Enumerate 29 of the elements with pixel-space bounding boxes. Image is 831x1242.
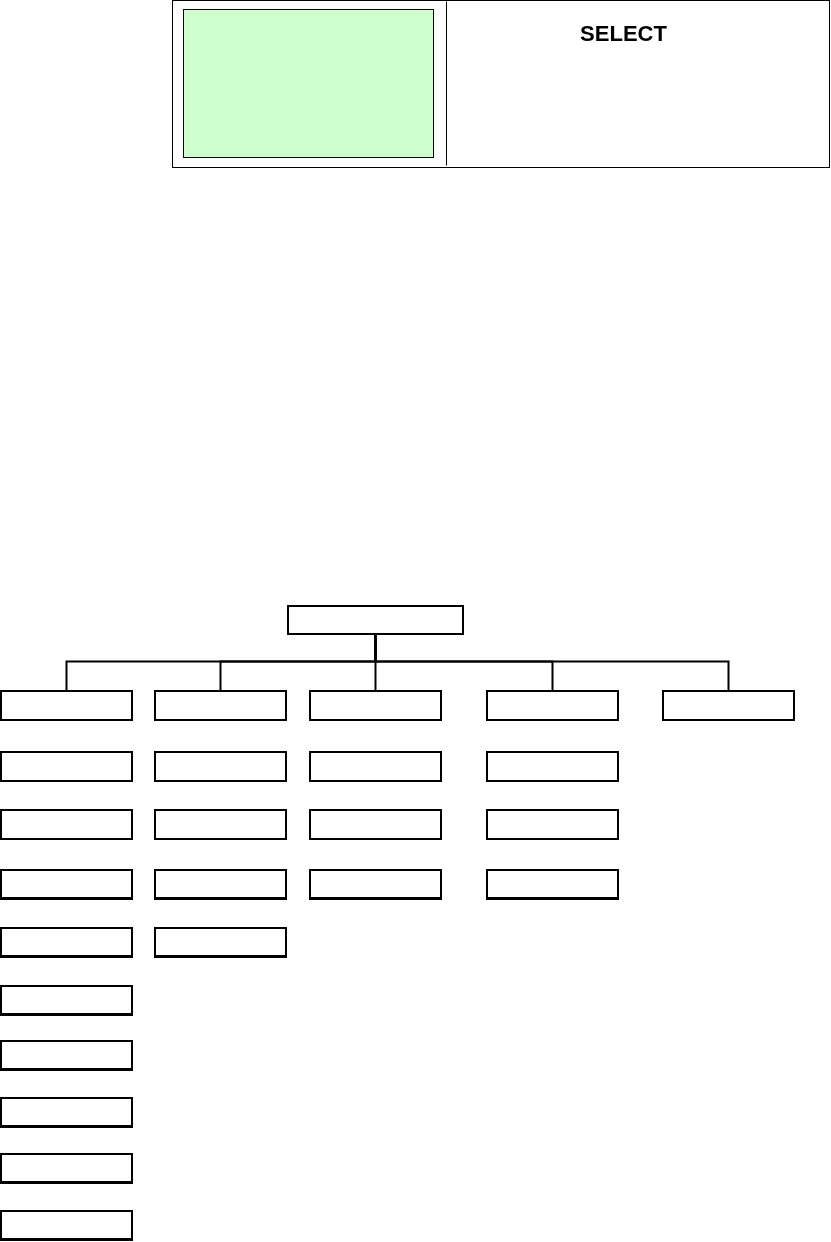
heading-text: SELECT — [580, 21, 667, 47]
org-chart-box — [154, 751, 287, 782]
org-chart-box — [154, 869, 287, 900]
org-chart-box — [486, 690, 619, 721]
panel-frame — [172, 0, 830, 168]
connector-line — [374, 634, 730, 691]
org-chart-box — [287, 605, 464, 635]
org-chart-box — [0, 690, 133, 721]
org-chart-box — [154, 690, 287, 721]
org-chart-box — [309, 809, 442, 840]
preview-area — [183, 8, 434, 158]
org-chart-box — [309, 690, 442, 721]
org-chart-box — [0, 985, 133, 1016]
org-chart-box — [0, 809, 133, 840]
org-chart-box — [486, 869, 619, 900]
org-chart-box — [0, 1097, 133, 1128]
org-chart-box — [154, 927, 287, 958]
org-chart-box — [486, 751, 619, 782]
org-chart-box — [0, 751, 133, 782]
org-chart-box — [0, 1153, 133, 1184]
org-chart-box — [662, 690, 795, 721]
org-chart-box — [154, 809, 287, 840]
org-chart-box — [0, 927, 133, 958]
org-chart-box — [0, 1210, 133, 1241]
org-chart-box — [309, 751, 442, 782]
org-chart-box — [309, 869, 442, 900]
org-chart-box — [0, 1040, 133, 1071]
org-chart-box — [0, 869, 133, 900]
org-chart-box — [486, 809, 619, 840]
